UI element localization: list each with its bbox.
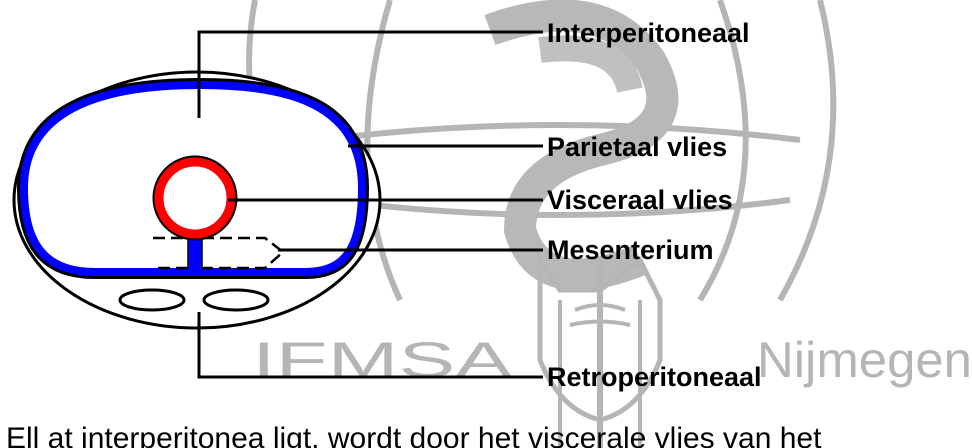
caption-text: Ell at interperitonea ligt, wordt door h… <box>6 422 822 448</box>
cross-section <box>12 70 382 330</box>
leader-interperitoneal <box>197 30 543 118</box>
label-visceral: Visceraal vlies <box>547 185 733 215</box>
watermark-right-text: Nijmegen <box>757 332 972 388</box>
leader-lines <box>197 30 543 379</box>
retroperitoneal-organ-left <box>118 288 186 312</box>
ifmsa-watermark-logo <box>246 0 837 448</box>
label-interperitoneal: Interperitoneaal <box>547 18 750 48</box>
retroperitoneal-organ-right <box>202 288 270 312</box>
label-parietal: Parietaal vlies <box>547 132 727 162</box>
label-mesentery: Mesenterium <box>547 235 714 265</box>
label-retroperitoneal: Retroperitoneaal <box>547 362 762 392</box>
leader-retroperitoneal <box>197 312 543 379</box>
watermark-left-text: IFMSA <box>252 332 513 388</box>
